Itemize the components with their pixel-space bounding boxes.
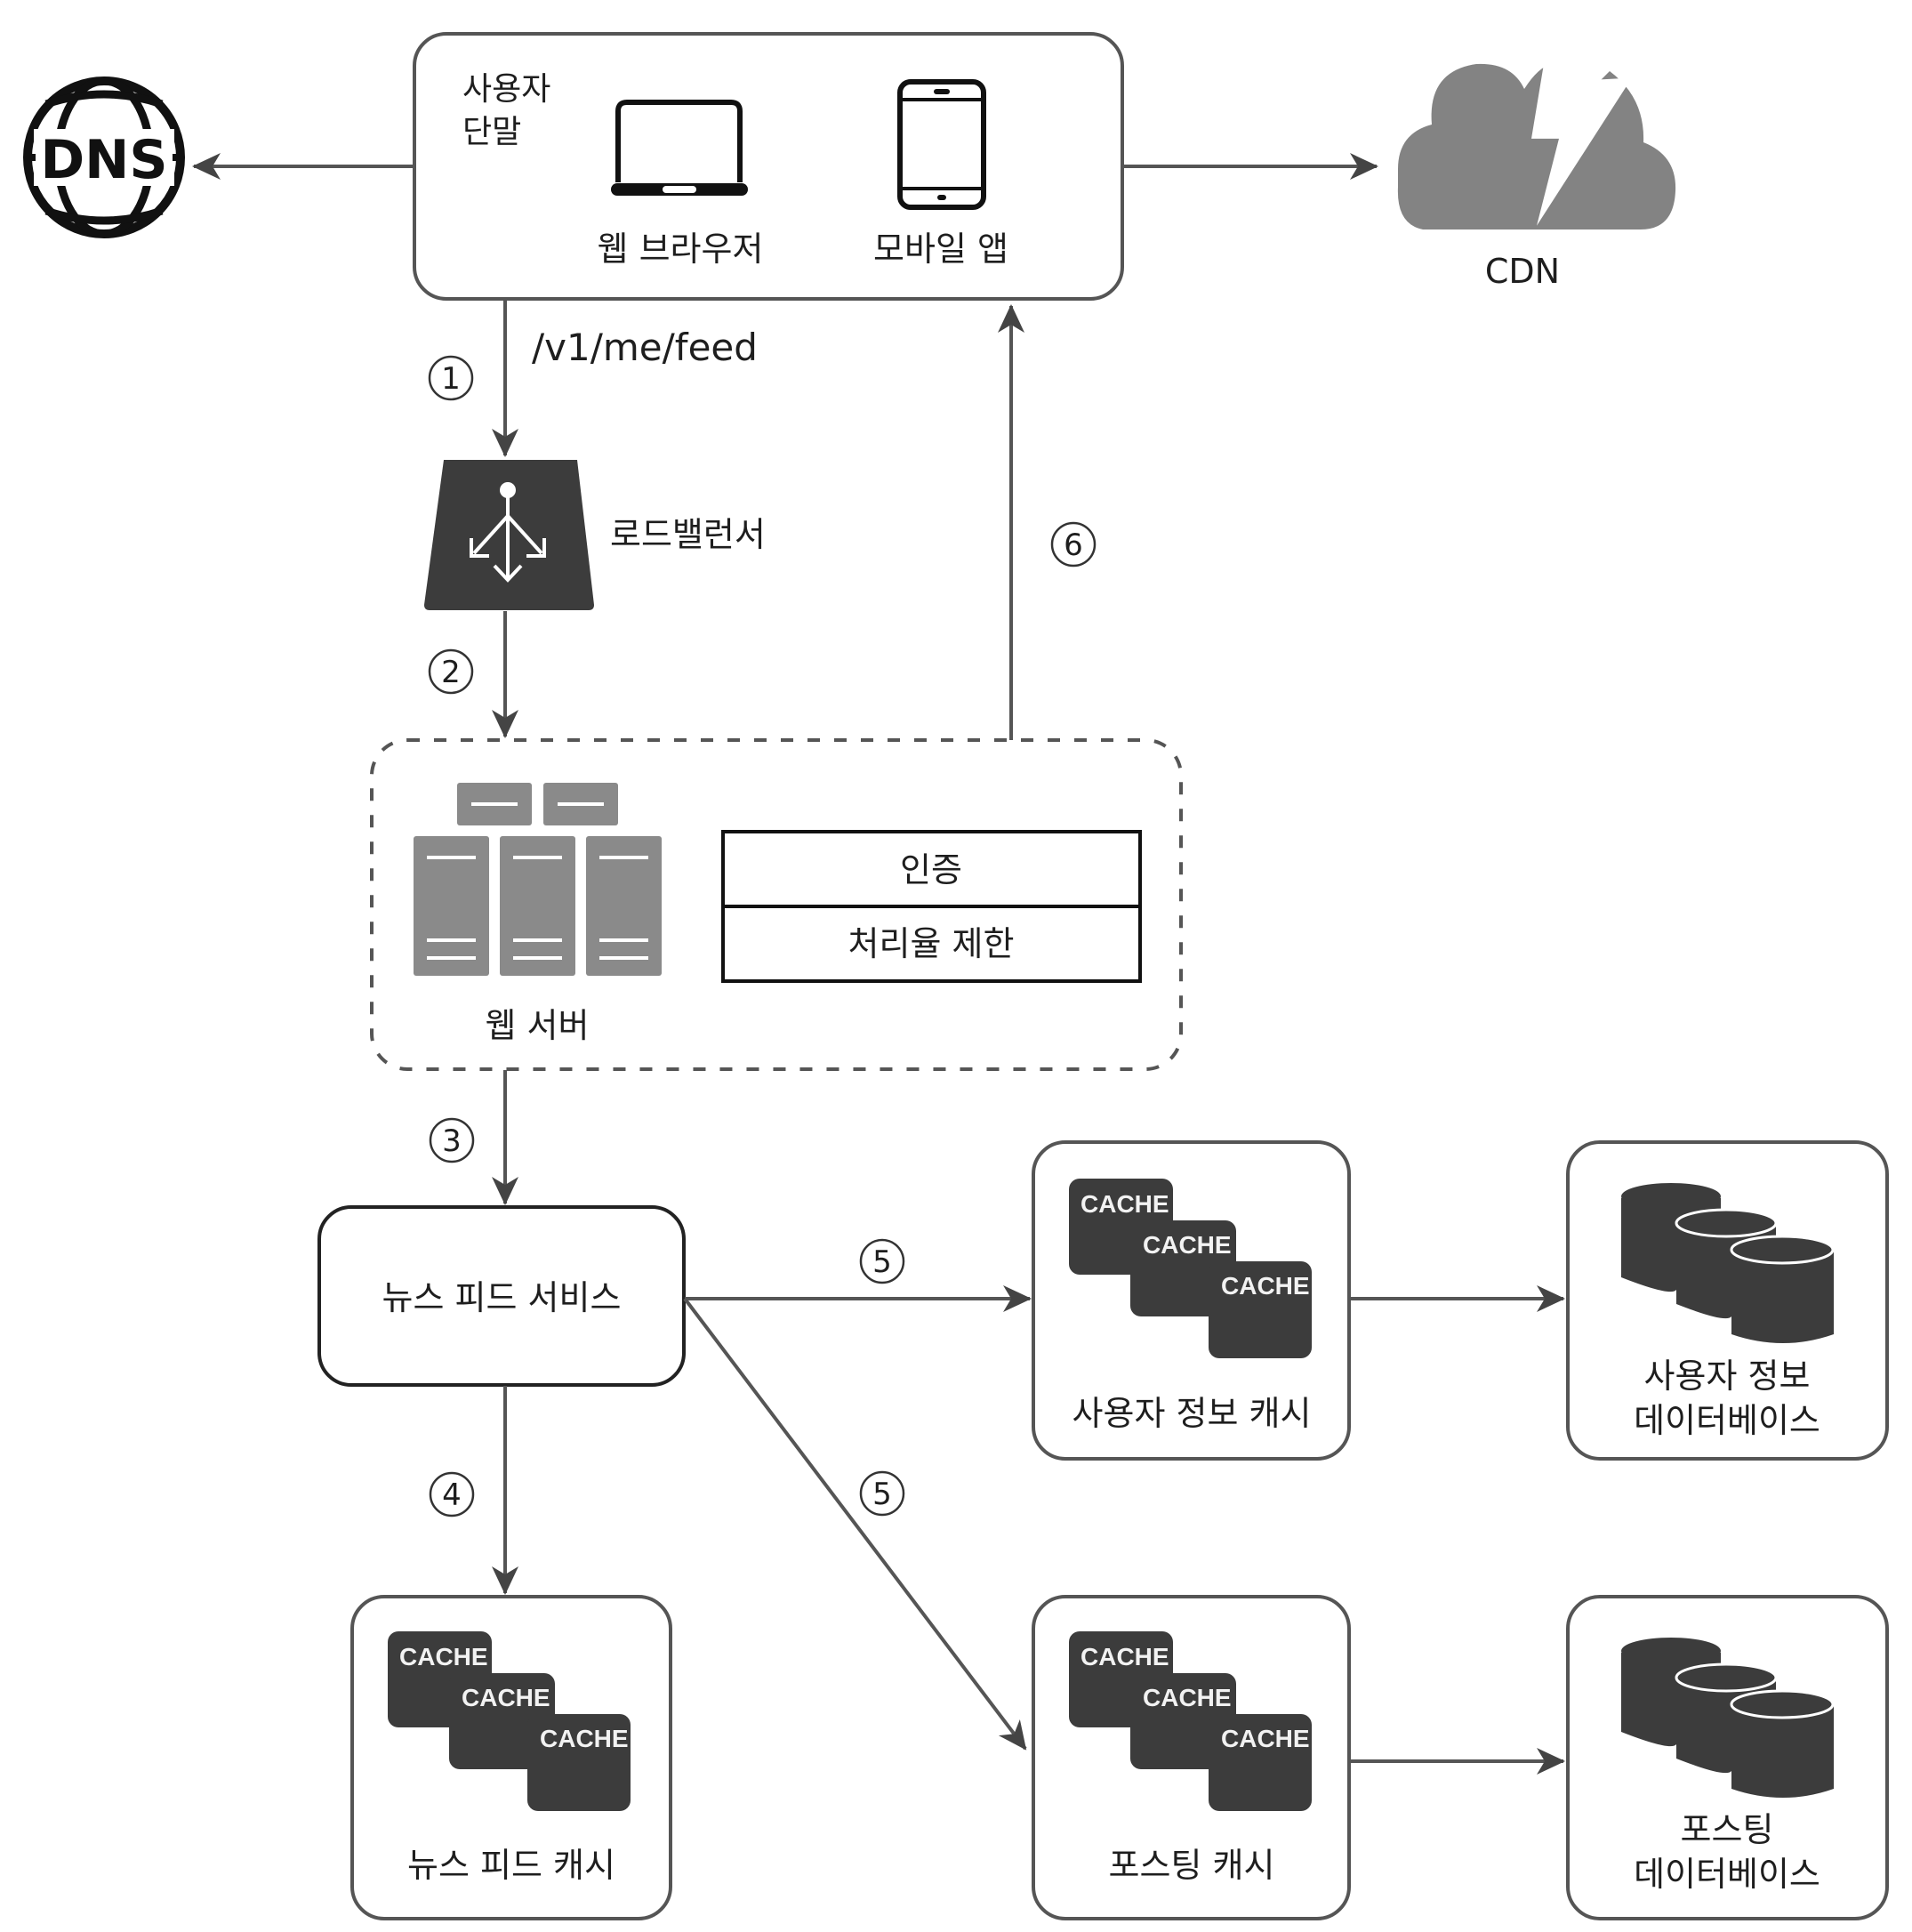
request-path-label: /v1/me/feed bbox=[532, 326, 758, 369]
news-feed-service-label: 뉴스 피드 서비스 bbox=[382, 1278, 622, 1317]
svg-text:CACHE: CACHE bbox=[1221, 1272, 1310, 1300]
cache-stack-icon: CACHE CACHE CACHE bbox=[1069, 1631, 1312, 1811]
mobile-app-label: 모바일 앱 bbox=[873, 229, 1008, 269]
post-db-label-line2: 데이터베이스 bbox=[1634, 1855, 1820, 1894]
laptop-icon bbox=[611, 100, 748, 196]
step3-badge: 3 bbox=[429, 1117, 475, 1163]
rate-limiter-module-label: 처리율 제한 bbox=[848, 924, 1015, 963]
user-info-cache-node: CACHE CACHE CACHE 사용자 정보 캐시 bbox=[1032, 1140, 1351, 1461]
client-title-line2: 단말 bbox=[462, 114, 521, 150]
step4-badge: 4 bbox=[429, 1471, 475, 1517]
step1-badge: 1 bbox=[428, 355, 474, 401]
svg-text:CACHE: CACHE bbox=[540, 1725, 629, 1752]
load-balancer-label: 로드밸런서 bbox=[610, 515, 766, 554]
web-browser-label: 웹 브라우저 bbox=[598, 229, 764, 269]
cdn-label: CDN bbox=[1485, 252, 1560, 291]
step2-badge: 2 bbox=[428, 648, 474, 695]
post-cache-label: 포스팅 캐시 bbox=[1109, 1846, 1275, 1885]
svg-text:3: 3 bbox=[442, 1123, 462, 1159]
step5-to-post-cache-arrow bbox=[683, 1297, 1027, 1751]
dns-label: DNS bbox=[40, 129, 167, 191]
svg-text:4: 4 bbox=[442, 1477, 462, 1513]
auth-module-label: 인증 bbox=[900, 850, 962, 890]
svg-text:CACHE: CACHE bbox=[399, 1643, 488, 1670]
cache-stack-icon: CACHE CACHE CACHE bbox=[388, 1631, 631, 1811]
client-devices-group: 사용자 단말 웹 브라우저 모바일 앱 bbox=[413, 32, 1124, 301]
news-feed-cache-label: 뉴스 피드 캐시 bbox=[407, 1846, 615, 1885]
post-db-label-line1: 포스팅 bbox=[1681, 1810, 1774, 1849]
step5a-badge: 5 bbox=[859, 1238, 905, 1284]
svg-text:CACHE: CACHE bbox=[1081, 1190, 1169, 1218]
news-feed-cache-node: CACHE CACHE CACHE 뉴스 피드 캐시 bbox=[350, 1595, 672, 1920]
user-db-label-line2: 데이터베이스 bbox=[1634, 1401, 1820, 1440]
database-cylinders-icon bbox=[1621, 1183, 1835, 1343]
step5b-badge: 5 bbox=[859, 1470, 905, 1517]
svg-text:1: 1 bbox=[441, 361, 461, 397]
server-rack-icon bbox=[414, 783, 662, 976]
web-server-label: 웹 서버 bbox=[486, 1006, 590, 1045]
cache-stack-icon: CACHE CACHE CACHE bbox=[1069, 1179, 1312, 1358]
svg-text:CACHE: CACHE bbox=[462, 1684, 550, 1711]
post-cache-node: CACHE CACHE CACHE 포스팅 캐시 bbox=[1032, 1595, 1351, 1920]
step6-badge: 6 bbox=[1050, 521, 1097, 568]
database-cylinders-icon bbox=[1621, 1638, 1835, 1798]
svg-text:CACHE: CACHE bbox=[1143, 1231, 1232, 1259]
user-db-label-line1: 사용자 정보 bbox=[1644, 1356, 1811, 1396]
svg-text:2: 2 bbox=[441, 655, 461, 690]
post-db-node: 포스팅 데이터베이스 bbox=[1566, 1595, 1889, 1920]
svg-text:CACHE: CACHE bbox=[1221, 1725, 1310, 1752]
cdn-cloud-icon bbox=[1397, 10, 1676, 229]
svg-text:5: 5 bbox=[872, 1244, 892, 1280]
news-feed-service-box bbox=[317, 1205, 686, 1387]
user-info-cache-label: 사용자 정보 캐시 bbox=[1072, 1394, 1312, 1433]
mobile-phone-icon bbox=[897, 79, 986, 210]
load-balancer-icon bbox=[424, 460, 594, 610]
dns-globe-icon: DNS bbox=[23, 76, 185, 238]
svg-text:CACHE: CACHE bbox=[1143, 1684, 1232, 1711]
svg-text:CACHE: CACHE bbox=[1081, 1643, 1169, 1670]
web-server-modules-table: 인증 처리율 제한 bbox=[721, 830, 1142, 983]
user-db-node: 사용자 정보 데이터베이스 bbox=[1566, 1140, 1889, 1461]
client-title-line1: 사용자 bbox=[462, 71, 550, 108]
svg-text:5: 5 bbox=[872, 1477, 892, 1512]
web-server-group-box bbox=[370, 738, 1183, 1071]
svg-text:6: 6 bbox=[1064, 527, 1083, 563]
